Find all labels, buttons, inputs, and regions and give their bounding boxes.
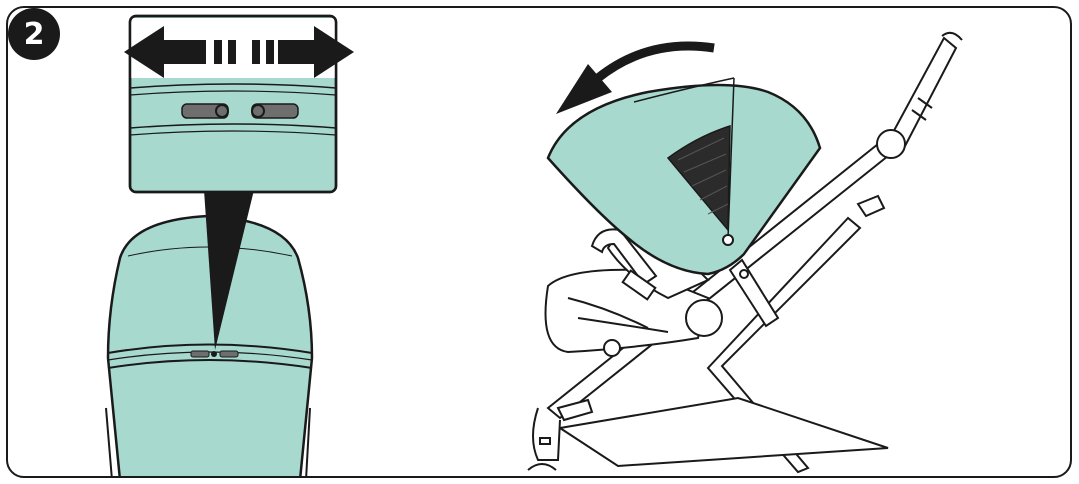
zoom-box-border bbox=[128, 14, 338, 194]
canopy-rib-1 bbox=[633, 77, 735, 103]
front-clip bbox=[556, 398, 594, 422]
handle-cap bbox=[941, 31, 963, 41]
zipper-pull-small-left bbox=[190, 350, 210, 358]
bracket-screw bbox=[739, 269, 749, 279]
rotate-arrow-shaft bbox=[595, 41, 715, 82]
arrow-bar-2 bbox=[228, 40, 236, 64]
handle-ring-1 bbox=[917, 97, 933, 109]
zipper-band-lower bbox=[107, 359, 313, 369]
arrow-bar-1 bbox=[214, 40, 222, 64]
mesh-window bbox=[666, 124, 731, 233]
zipper-pull-small-right bbox=[219, 350, 239, 358]
front-wheel bbox=[527, 463, 557, 471]
step-number-badge: 2 bbox=[8, 8, 60, 60]
zipper-pull-right bbox=[251, 103, 299, 119]
curved-arrow-icon bbox=[556, 64, 612, 114]
stroller-handle bbox=[888, 36, 958, 150]
callout-pointer bbox=[204, 190, 254, 350]
step-illustration bbox=[105, 14, 963, 476]
stroller-side-view bbox=[527, 31, 963, 474]
wheel-lock bbox=[539, 437, 551, 445]
main-hub-joint bbox=[685, 299, 723, 337]
left-arrow-icon bbox=[124, 26, 206, 78]
zipper-ring-right bbox=[251, 104, 265, 118]
canopy-bracket bbox=[728, 258, 780, 328]
zoom-seam-2 bbox=[129, 90, 337, 96]
frame-clip bbox=[856, 194, 886, 218]
bumper-clip bbox=[621, 269, 657, 301]
instruction-panel: 2 bbox=[6, 6, 1072, 478]
seat-fold-2 bbox=[577, 317, 669, 333]
right-arrow-icon bbox=[278, 26, 354, 78]
double-headed-arrow-icon bbox=[124, 26, 354, 78]
front-wheel-housing bbox=[532, 407, 561, 461]
seat-hub bbox=[603, 339, 621, 357]
zoom-seam-3 bbox=[129, 123, 337, 129]
basket bbox=[557, 396, 889, 468]
zipper-ring-left bbox=[215, 104, 229, 118]
arrow-bar-4 bbox=[266, 40, 274, 64]
mesh-pattern bbox=[677, 137, 729, 215]
canopy-side bbox=[546, 83, 822, 276]
left-leg bbox=[105, 407, 113, 476]
right-leg bbox=[305, 407, 311, 476]
canopy-zip-pull bbox=[722, 234, 734, 246]
zipper-center-dot bbox=[211, 351, 217, 357]
zipper-band-upper bbox=[107, 343, 313, 354]
handle-ring-2 bbox=[911, 109, 927, 121]
zoom-seam-1 bbox=[129, 83, 337, 89]
zipper-pull-left bbox=[181, 103, 229, 119]
zoom-seam-4 bbox=[129, 130, 337, 136]
arrow-bar-3 bbox=[252, 40, 260, 64]
seat-fold-1 bbox=[567, 297, 649, 329]
handle-hub-joint bbox=[876, 129, 906, 159]
